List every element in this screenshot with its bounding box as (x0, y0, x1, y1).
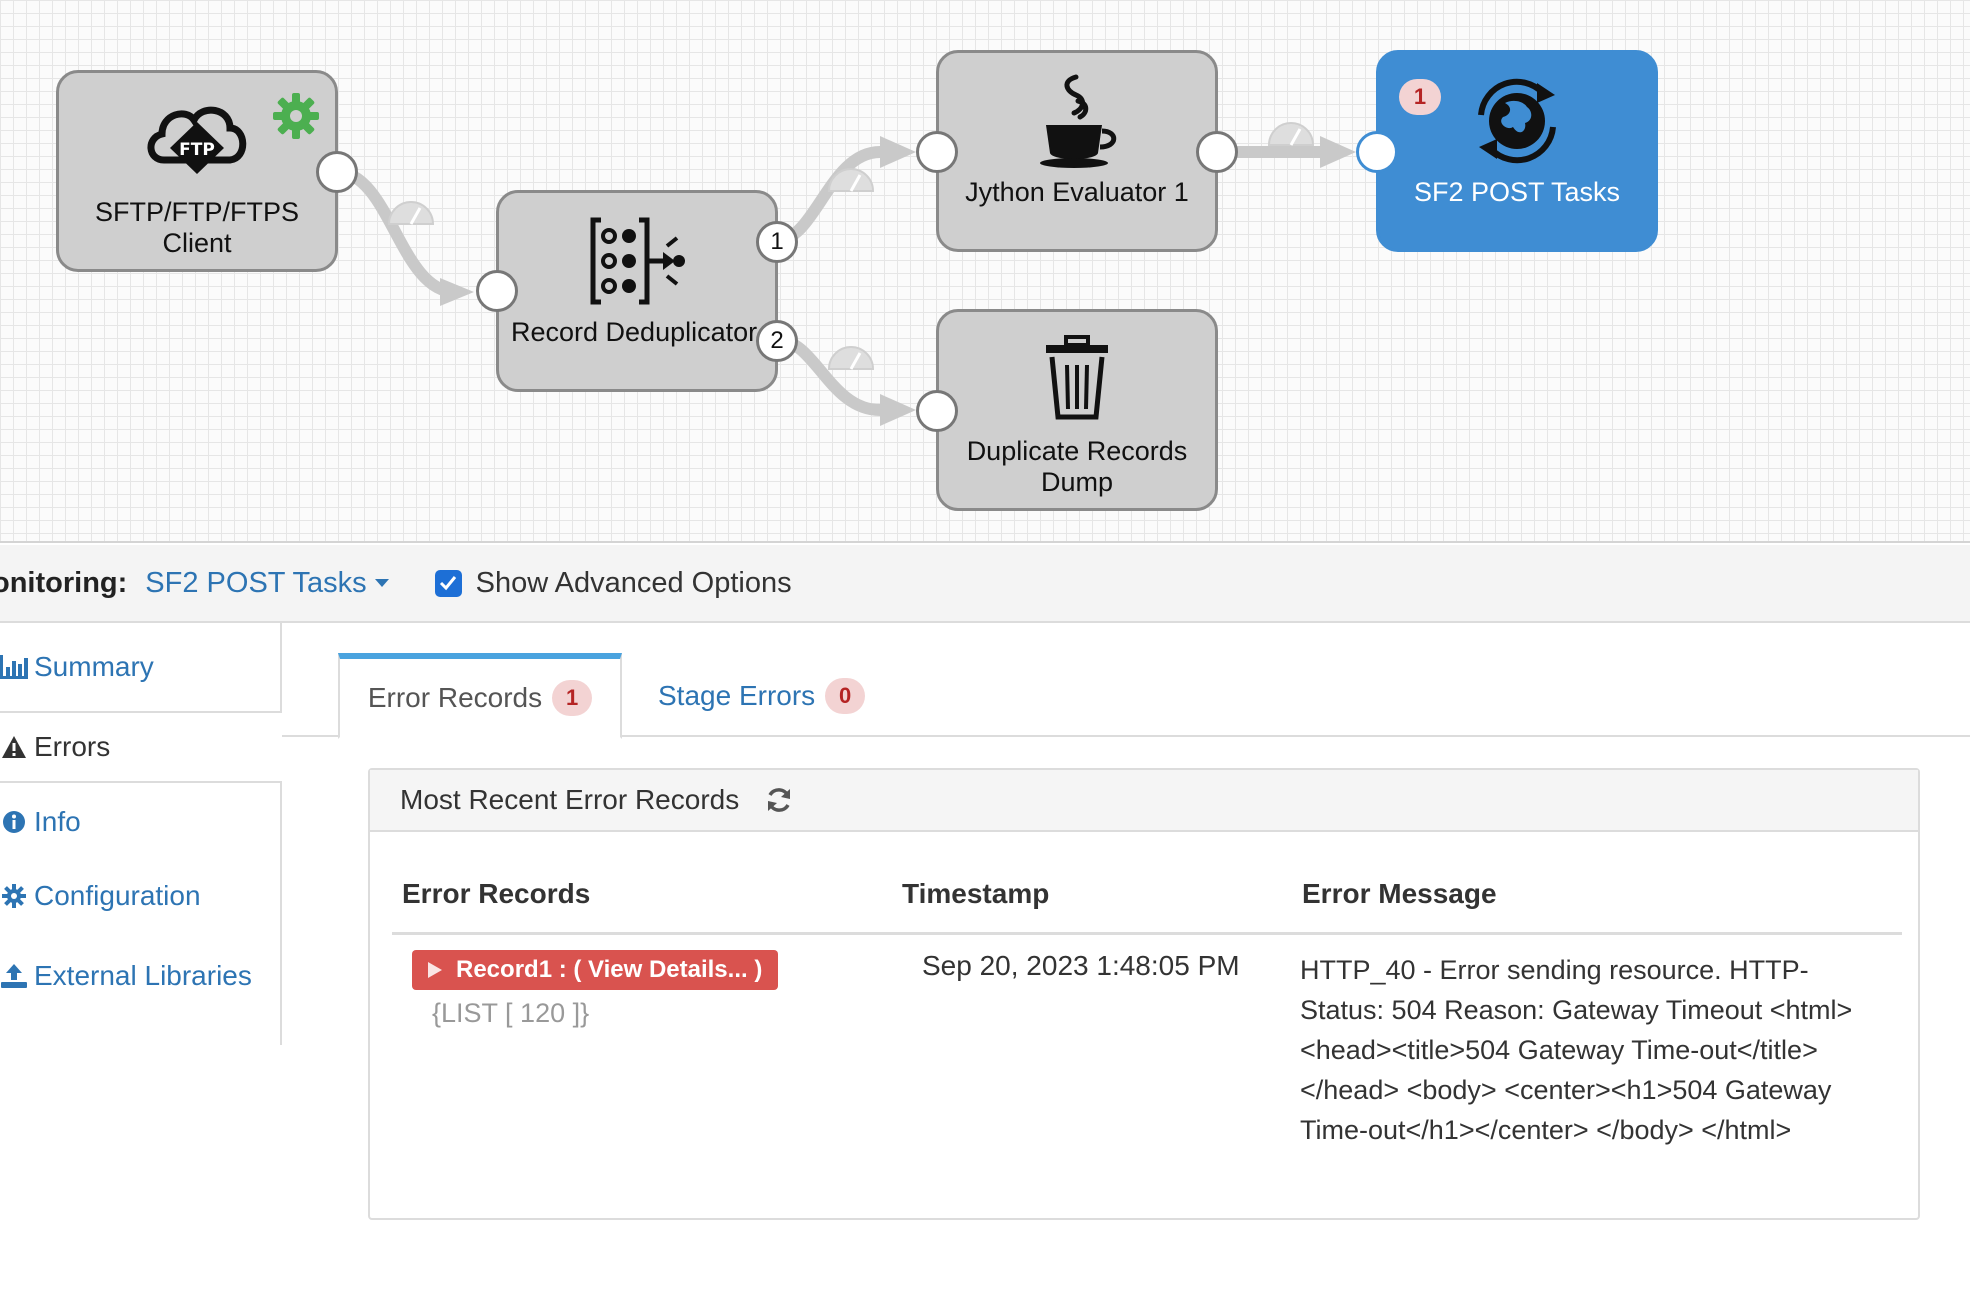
tab-error-records[interactable]: Error Records 1 (338, 653, 622, 739)
stage-label: Record Deduplicator (511, 317, 758, 347)
arrow-dedup-dump (880, 394, 916, 426)
stage-label: SFTP/FTP/FTPS (94, 197, 299, 227)
record-button-label: Record1 : ( View Details... ) (456, 956, 763, 983)
count-badge: 0 (825, 678, 866, 714)
sidebar-item-configuration[interactable]: Configuration (0, 861, 282, 931)
monitoring-bar: onitoring: SF2 POST Tasks Show Advanced … (0, 545, 1970, 623)
meter-icon (1267, 122, 1315, 146)
sidebar-item-label: Info (34, 806, 81, 837)
view-record-details-button[interactable]: Record1 : ( View Details... ) (412, 950, 779, 990)
stage-label: Client (162, 228, 232, 258)
gear-icon (271, 91, 321, 146)
stage-duplicate-records-dump[interactable]: Duplicate Records Dump (936, 309, 1218, 511)
error-count-badge: 1 (1399, 79, 1441, 115)
stage-record-deduplicator[interactable]: Record Deduplicator (496, 190, 778, 392)
arrow-dedup-jython (880, 136, 916, 168)
stage-label: SF2 POST Tasks (1413, 177, 1621, 207)
meter-icon (827, 346, 875, 370)
jython-cup-icon (939, 71, 1215, 171)
ftp-cloud-icon: FTP (59, 93, 335, 193)
deduplicator-icon (499, 211, 775, 311)
input-port[interactable] (476, 270, 518, 312)
meter-icon (387, 201, 435, 225)
show-advanced-options-checkbox[interactable] (434, 569, 462, 597)
input-port[interactable] (916, 131, 958, 173)
tab-stage-errors[interactable]: Stage Errors 0 (658, 653, 866, 739)
sidebar-item-label: Summary (34, 651, 154, 682)
column-header-timestamp: Timestamp (902, 878, 1050, 909)
sidebar-item-label: Configuration (34, 880, 201, 911)
error-tabs: Error Records 1 Stage Errors 0 (282, 623, 1970, 739)
monitor-sidebar: Summary Errors Info Configuration Extern… (0, 623, 282, 1123)
sidebar-item-errors[interactable]: Errors (0, 711, 282, 783)
play-icon (428, 962, 442, 978)
sidebar-item-label: Errors (34, 731, 111, 762)
output-port-2[interactable]: 2 (756, 320, 798, 362)
sidebar-item-info[interactable]: Info (0, 783, 282, 861)
input-port[interactable] (916, 390, 958, 432)
info-icon (0, 810, 28, 834)
tab-label: Error Records (367, 682, 543, 713)
svg-text:FTP: FTP (179, 140, 215, 160)
refresh-icon[interactable] (765, 786, 793, 814)
checkmark-icon (440, 576, 457, 591)
panel-header: Most Recent Error Records (370, 770, 1918, 832)
caret-down-icon (374, 579, 389, 587)
selected-stage-name: SF2 POST Tasks (145, 566, 367, 599)
sidebar-item-external-libraries[interactable]: External Libraries (0, 931, 282, 1021)
header-divider (392, 932, 1902, 935)
sidebar-item-label: External Libraries (34, 960, 252, 991)
record-type: {LIST [ 120 ]} (432, 998, 590, 1028)
warning-icon (0, 735, 28, 759)
gear-icon (0, 884, 28, 908)
output-port-1[interactable]: 1 (756, 221, 798, 263)
count-badge: 1 (552, 680, 593, 716)
meter-icon (827, 168, 875, 192)
link-dedup-jython (772, 146, 886, 246)
monitoring-label: onitoring: (0, 566, 128, 599)
stage-selector-dropdown[interactable]: SF2 POST Tasks (145, 566, 389, 600)
panel-title: Most Recent Error Records (400, 784, 740, 815)
output-port[interactable] (316, 151, 358, 193)
pipeline-canvas[interactable]: FTP SFTP/FTP/FTPS Client (0, 0, 1970, 543)
stage-label: Jython Evaluator 1 (965, 177, 1189, 207)
trash-icon (939, 328, 1215, 428)
arrow-jython-sf2 (1320, 136, 1356, 168)
show-advanced-options-label[interactable]: Show Advanced Options (475, 566, 792, 599)
upload-icon (0, 964, 28, 988)
bar-chart-icon (0, 655, 28, 679)
stage-sf2-post-tasks[interactable]: 1 SF2 POST Tasks (1376, 50, 1658, 252)
link-sftp-dedup (331, 166, 461, 298)
record-timestamp: Sep 20, 2023 1:48:05 PM (922, 950, 1240, 981)
output-port[interactable] (1196, 131, 1238, 173)
column-header-error-message: Error Message (1302, 878, 1497, 909)
stage-jython-evaluator[interactable]: Jython Evaluator 1 (936, 50, 1218, 252)
sidebar-divider (280, 1021, 282, 1045)
arrow-sftp-dedup (440, 278, 474, 306)
error-records-panel: Most Recent Error Records Error Records … (368, 768, 1920, 1220)
sidebar-item-summary[interactable]: Summary (0, 623, 282, 711)
tab-label: Stage Errors (658, 680, 816, 711)
stage-label: Duplicate Records (966, 436, 1188, 466)
stage-sftp-client[interactable]: FTP SFTP/FTP/FTPS Client (56, 70, 338, 272)
column-header-error-records: Error Records (402, 878, 591, 909)
globe-sync-icon (1379, 71, 1655, 171)
input-port[interactable] (1356, 131, 1398, 173)
error-message: HTTP_40 - Error sending resource. HTTP-S… (1300, 955, 1853, 1145)
stage-label: Dump (1040, 467, 1114, 497)
